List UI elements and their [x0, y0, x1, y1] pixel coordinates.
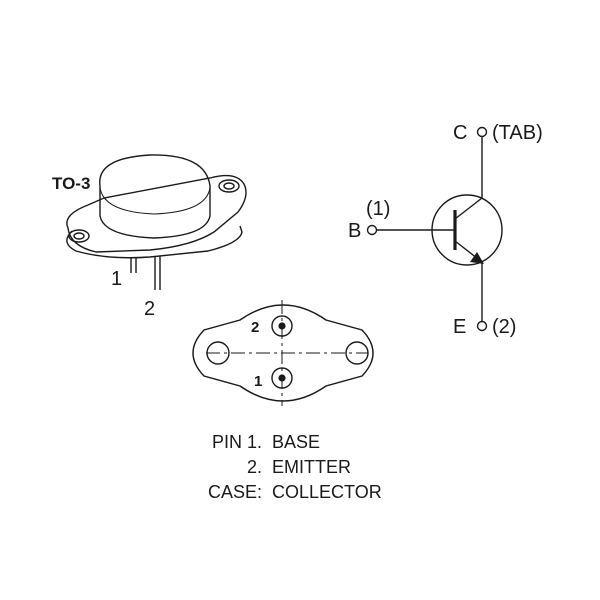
emitter-arrow	[470, 252, 484, 264]
footprint-pin-2-label: 2	[251, 319, 259, 336]
footprint-drawing	[192, 300, 374, 406]
lead-1-label: 1	[111, 268, 122, 290]
emitter-label: E	[453, 316, 466, 338]
pin-assignment-list: PIN 1. BASE 2. EMITTER CASE: COLLECTOR	[196, 430, 382, 505]
pin-row-key: 2.	[246, 457, 262, 477]
emitter-terminal	[476, 320, 488, 332]
collector-label: C	[453, 122, 467, 144]
tab-label: (TAB)	[492, 122, 543, 144]
pin-row-value: BASE	[272, 432, 321, 452]
base-pin-label: (1)	[366, 198, 390, 220]
base-terminal	[366, 224, 378, 236]
pin-row-base: PIN 1. BASE	[196, 430, 382, 455]
pin-row-value: EMITTER	[272, 457, 351, 477]
pin-row-key: PIN 1.	[211, 432, 262, 452]
pin-row-value: COLLECTOR	[272, 482, 382, 502]
emitter-pin-label: (2)	[492, 316, 516, 338]
footprint-pin-1-label: 1	[254, 373, 262, 390]
pin-row-emitter: 2. EMITTER	[196, 455, 382, 480]
to3-package-drawing	[66, 154, 247, 290]
base-label: B	[348, 220, 361, 242]
npn-transistor-symbol	[366, 126, 503, 332]
lead-2-label: 2	[144, 298, 155, 320]
package-name-label: TO-3	[52, 174, 90, 193]
pin-row-case: CASE: COLLECTOR	[196, 480, 382, 505]
collector-terminal	[476, 126, 488, 138]
pin-row-key: CASE:	[207, 482, 262, 502]
